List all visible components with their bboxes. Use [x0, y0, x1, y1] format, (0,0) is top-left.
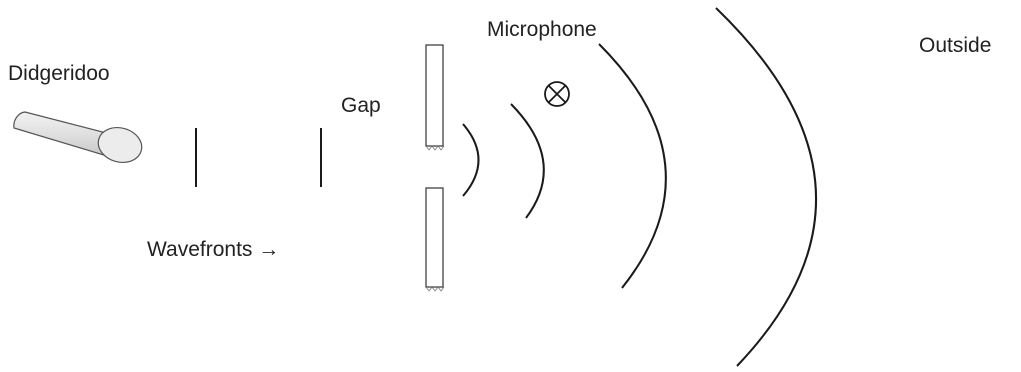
wall-upper	[425, 44, 445, 151]
diffracted-wavefront	[715, 7, 817, 367]
diffracted-wavefront	[598, 43, 667, 289]
tube-opening	[97, 127, 143, 163]
microphone-icon	[544, 81, 570, 107]
gap-label: Gap	[341, 94, 381, 117]
diffracted-wavefront	[510, 103, 545, 219]
didgeridoo-tube	[13, 111, 143, 163]
outside-label: Outside	[919, 34, 991, 57]
didgeridoo-label: Didgeridoo	[8, 62, 110, 85]
microphone-label: Microphone	[487, 18, 597, 41]
wall-lower	[425, 187, 445, 292]
diffracted-wavefront	[462, 123, 480, 197]
wavefronts-label: Wavefronts →	[147, 238, 279, 261]
